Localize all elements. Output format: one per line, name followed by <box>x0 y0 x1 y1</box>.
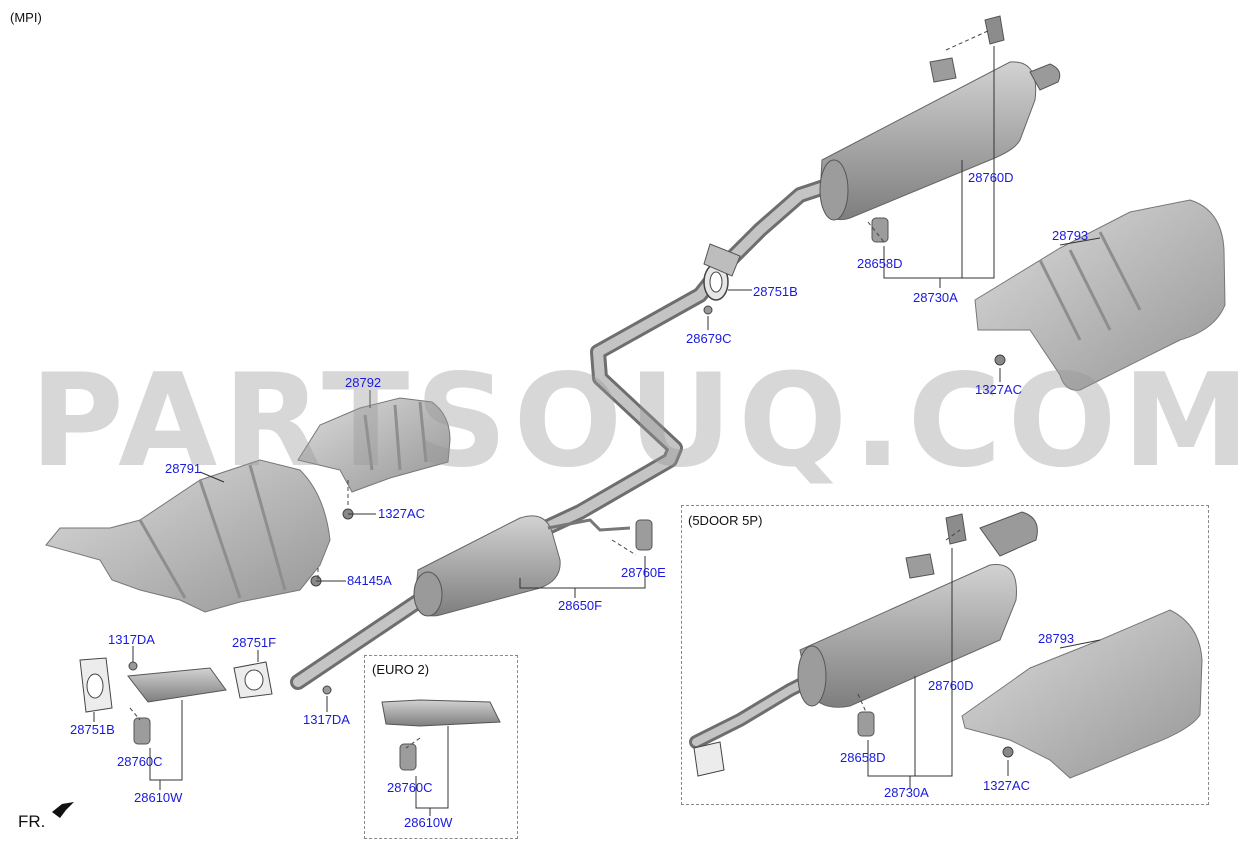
front-pipe-28610W <box>79 657 332 745</box>
part-label-28751B[interactable]: 28751B <box>70 722 115 737</box>
front-marker: FR. <box>18 812 46 831</box>
part-label-28730A[interactable]: 28730A <box>884 785 929 800</box>
part-label-28658D[interactable]: 28658D <box>840 750 886 765</box>
part-label-84145A[interactable]: 84145A <box>347 573 392 588</box>
5door-rear-muffler <box>689 511 1038 777</box>
variant-label: (MPI) <box>10 10 42 25</box>
euro2-front-pipe <box>381 699 501 771</box>
part-label-28760C[interactable]: 28760C <box>117 754 163 769</box>
heat-shield-28793-lower <box>961 609 1203 779</box>
dashed-leaders <box>129 29 991 749</box>
part-label-28610W[interactable]: 28610W <box>134 790 183 805</box>
watermark: PARTSOUQ.COM <box>30 347 1240 496</box>
part-label-1327AC[interactable]: 1327AC <box>378 506 425 521</box>
front-arrow-icon <box>52 802 74 818</box>
heat-shield-28791 <box>45 459 354 613</box>
part-label-1317DA[interactable]: 1317DA <box>108 632 155 647</box>
part-label-28793[interactable]: 28793 <box>1052 228 1089 243</box>
part-label-28792[interactable]: 28792 <box>345 375 382 390</box>
part-label-28650F[interactable]: 28650F <box>558 598 603 613</box>
part-label-28730A[interactable]: 28730A <box>913 290 958 305</box>
part-label-28658D[interactable]: 28658D <box>857 256 903 271</box>
5door-box <box>681 505 1209 805</box>
part-label-1327AC[interactable]: 1327AC <box>983 778 1030 793</box>
part-label-28751F[interactable]: 28751F <box>232 635 277 650</box>
part-label-28760D[interactable]: 28760D <box>928 678 974 693</box>
part-label-1327AC[interactable]: 1327AC <box>975 382 1022 397</box>
part-label-28760D[interactable]: 28760D <box>968 170 1014 185</box>
part-label-28791[interactable]: 28791 <box>165 461 202 476</box>
part-label-28793[interactable]: 28793 <box>1038 631 1075 646</box>
gasket-upper <box>703 243 741 315</box>
part-label-28679C[interactable]: 28679C <box>686 331 732 346</box>
main-pipe <box>290 177 838 690</box>
center-muffler <box>413 515 653 617</box>
part-label-28751B[interactable]: 28751B <box>753 284 798 299</box>
part-label-28610W[interactable]: 28610W <box>404 815 453 830</box>
part-label-1317DA[interactable]: 1317DA <box>303 712 350 727</box>
euro2-box <box>364 655 518 839</box>
heat-shield-28793-upper <box>974 199 1226 391</box>
part-label-28760E[interactable]: 28760E <box>621 565 666 580</box>
part-label-28760C[interactable]: 28760C <box>387 780 433 795</box>
leader-lines <box>93 46 1101 816</box>
rear-muffler <box>819 15 1061 243</box>
heat-shield-28792 <box>297 397 451 493</box>
euro2-box-title: (EURO 2) <box>372 662 430 677</box>
5door-box-title: (5DOOR 5P) <box>688 513 763 528</box>
